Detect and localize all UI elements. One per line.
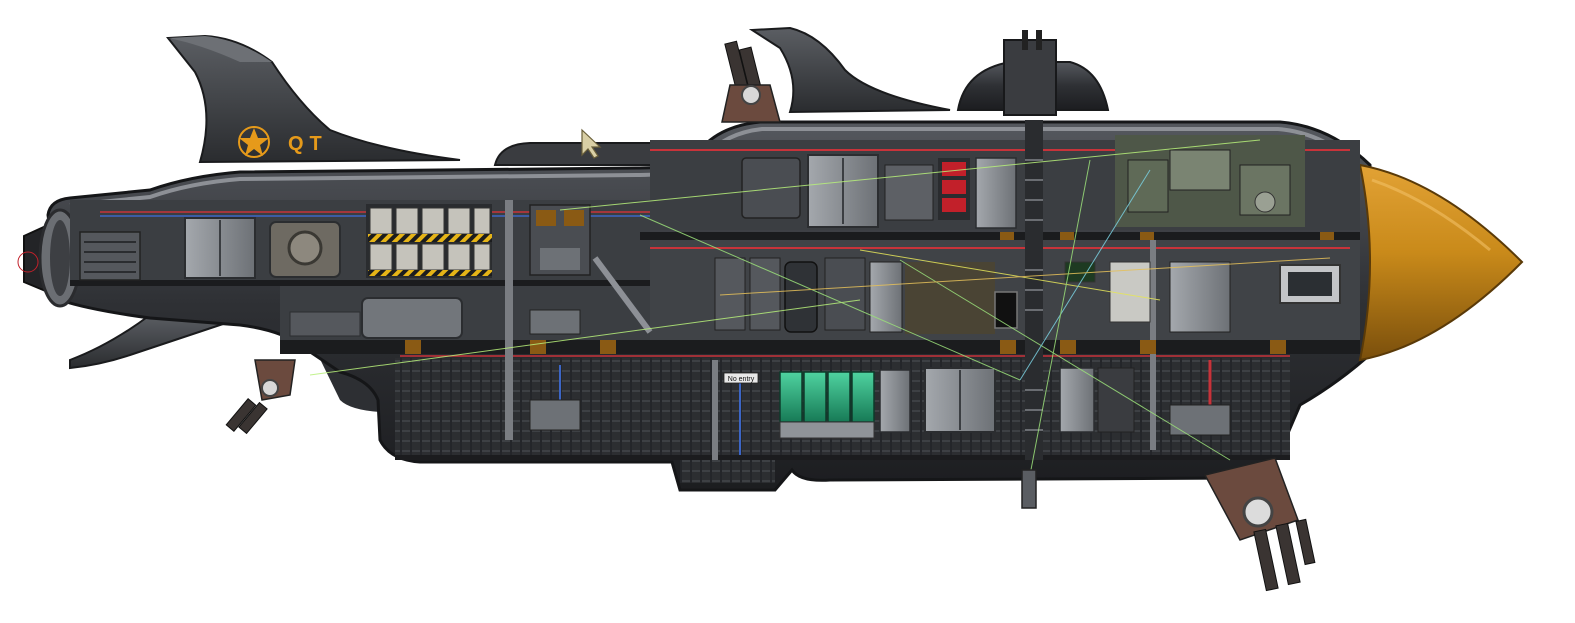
hull-marking-text: QT [288, 133, 328, 155]
lower-deck: No entry [529, 367, 1231, 439]
star-emblem [238, 126, 270, 158]
fabricator [529, 204, 591, 335]
nose-cone [1358, 163, 1524, 362]
sonar-mast [1021, 469, 1037, 509]
command-room [1115, 135, 1305, 227]
storage-bay [741, 154, 1017, 229]
arrow-cursor-icon [581, 128, 602, 159]
no-entry-sign: No entry [723, 372, 759, 384]
bottom-right-turret [1203, 457, 1316, 592]
top-railgun-turret [721, 40, 781, 123]
machinery-deck [714, 257, 1341, 334]
rear-dorsal-fin [166, 34, 461, 164]
supply-cabinets [779, 371, 875, 439]
bottom-left-turret [225, 359, 296, 435]
hull-marking: QT [238, 126, 328, 158]
battery-bank [366, 204, 492, 278]
conning-tower [956, 30, 1110, 116]
front-dorsal-fin [748, 26, 951, 114]
svg-text:No entry: No entry [728, 376, 755, 383]
wiring-overlay [309, 139, 1331, 476]
engine-room [79, 217, 463, 339]
